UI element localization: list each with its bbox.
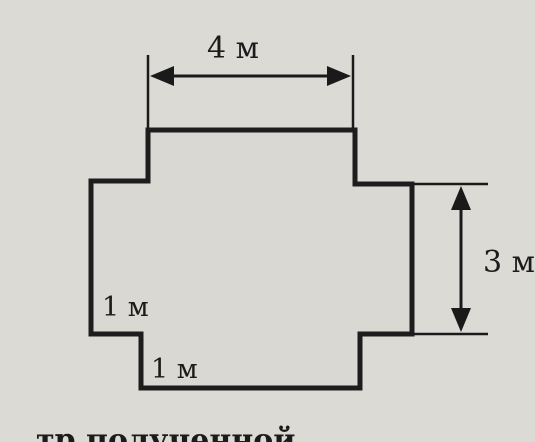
right-top-arrowhead-icon bbox=[451, 186, 471, 210]
top-width-label: 4 м bbox=[207, 31, 259, 66]
cut-off-caption-text: тр полученной bbox=[36, 423, 296, 442]
step-vertical-label: 1 м bbox=[102, 292, 149, 323]
cross-shape-outline bbox=[88, 127, 415, 391]
top-right-arrowhead-icon bbox=[327, 66, 351, 86]
right-bottom-arrowhead-icon bbox=[451, 308, 471, 332]
right-height-label: 3 м bbox=[483, 245, 535, 280]
step-horizontal-label: 1 м bbox=[151, 354, 198, 385]
top-left-arrowhead-icon bbox=[150, 66, 174, 86]
